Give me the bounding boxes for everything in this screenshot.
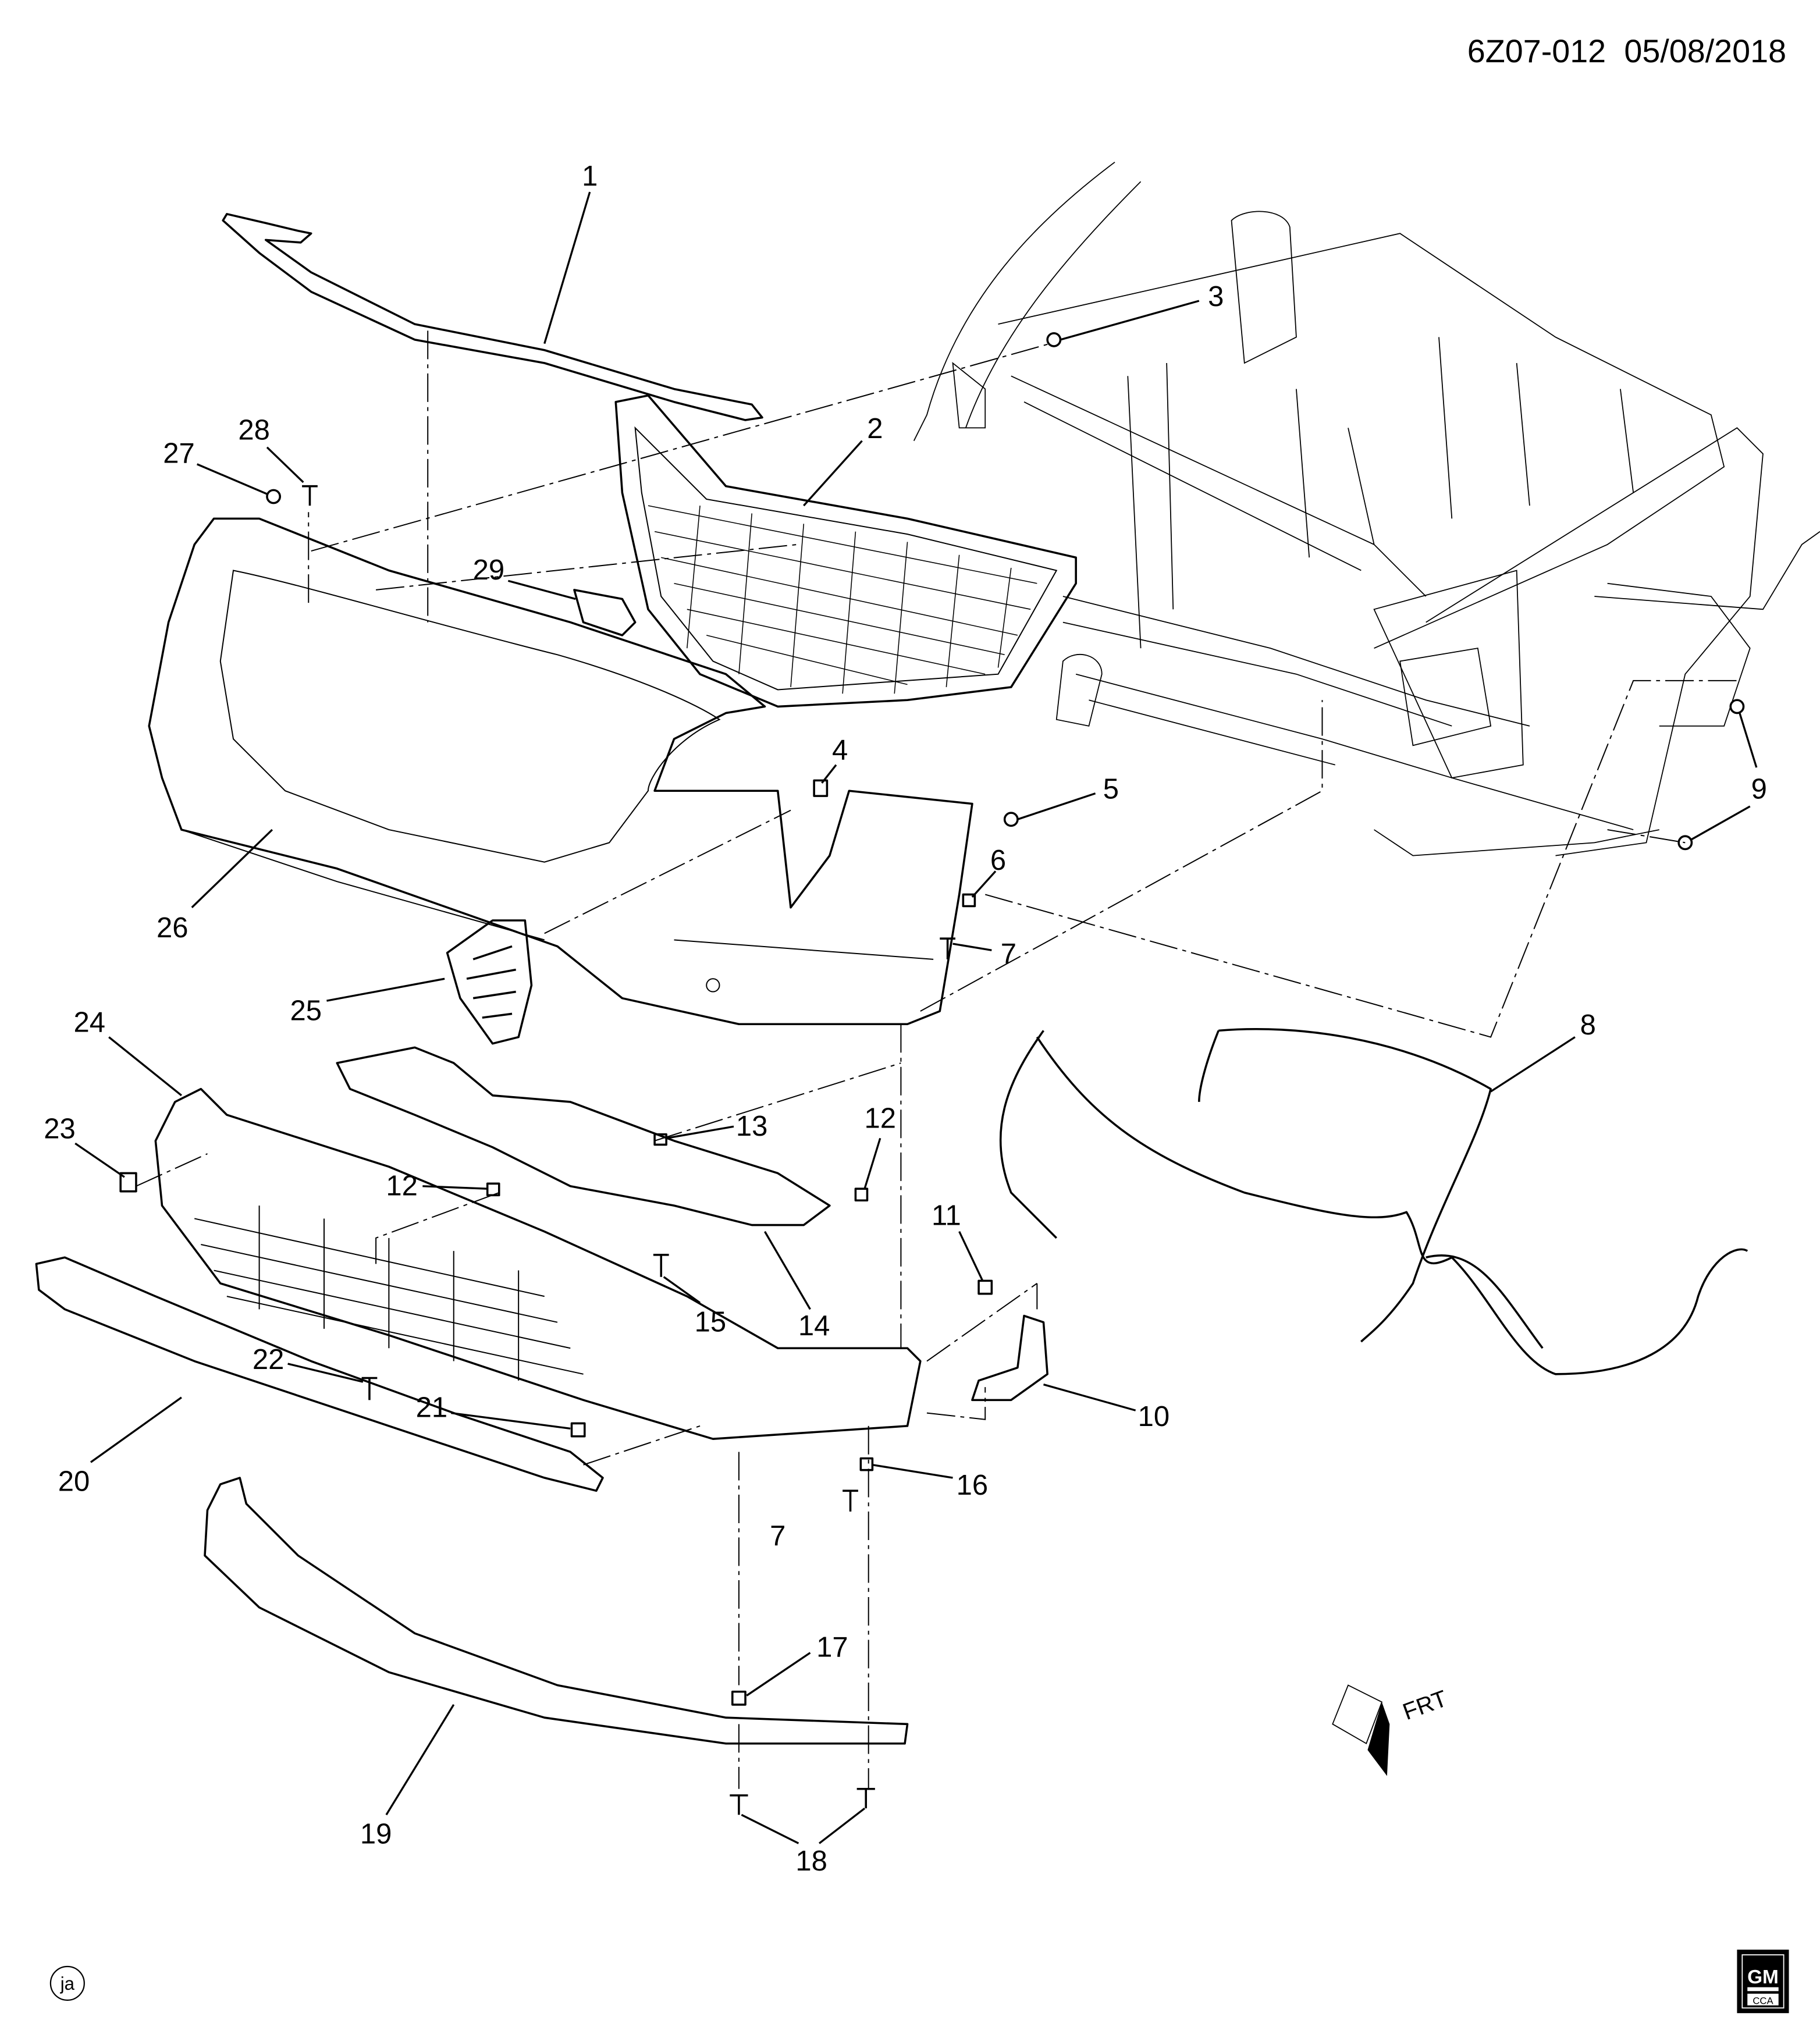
callout-2: 2 — [867, 413, 883, 445]
part-6-clip — [962, 893, 976, 908]
part-5-nut — [1003, 812, 1019, 827]
part-29-emblem — [573, 589, 637, 636]
part-9-pin — [1729, 699, 1745, 714]
part-3-nut — [1046, 332, 1062, 347]
part-24-lower-fascia — [154, 1087, 922, 1440]
part-22-screw — [361, 1377, 378, 1400]
part-28-screw — [302, 485, 318, 506]
callout-23: 23 — [44, 1113, 76, 1144]
callout-26: 26 — [157, 912, 189, 944]
callout-21: 21 — [416, 1392, 448, 1423]
callout-6: 6 — [990, 845, 1006, 876]
callout-5: 5 — [1103, 774, 1119, 805]
frt-label: FRT — [1399, 1685, 1451, 1725]
callout-14: 14 — [798, 1310, 830, 1342]
callout-16: 16 — [957, 1470, 989, 1501]
front-direction-arrow: FRT — [1332, 1684, 1451, 1776]
part-25-fog-lamp-grille — [446, 919, 533, 1045]
part-18-screw-right — [856, 1787, 875, 1809]
fasteners — [119, 332, 1745, 1815]
part-23-clip — [119, 1172, 137, 1193]
callout-15: 15 — [695, 1306, 727, 1338]
part-1-upper-bracket — [222, 213, 763, 421]
part-8-wiring-harness — [999, 1028, 1748, 1375]
part-9-pin-lower — [1677, 835, 1693, 851]
callout-20: 20 — [58, 1466, 90, 1497]
callout-4: 4 — [832, 735, 848, 766]
callout-9: 9 — [1751, 774, 1767, 805]
part-15-screw — [653, 1254, 669, 1277]
part-27-nut — [266, 489, 282, 504]
part-13-clip — [653, 1133, 667, 1146]
part-21-clip — [570, 1422, 586, 1438]
callout-12: 12 — [865, 1103, 897, 1134]
callout-27: 27 — [163, 438, 195, 470]
part-12-clip — [854, 1187, 869, 1202]
assembly-lines — [136, 330, 1737, 1789]
callout-10: 10 — [1138, 1401, 1170, 1432]
part-4-clip — [813, 779, 829, 797]
callout-18: 18 — [795, 1845, 827, 1877]
svg-text:ja: ja — [60, 1973, 75, 1994]
callout-7-lower: 7 — [770, 1520, 785, 1552]
svg-text:CCA: CCA — [1753, 1996, 1773, 2007]
leader-lines — [74, 191, 1758, 1844]
callout-7: 7 — [1001, 938, 1016, 970]
callout-28: 28 — [238, 414, 270, 446]
part-17-clip — [731, 1690, 747, 1706]
illustrator-mark: ja — [49, 1965, 85, 2001]
callout-19: 19 — [360, 1818, 392, 1850]
callout-3: 3 — [1208, 281, 1224, 312]
part-7-screw — [940, 937, 955, 959]
svg-text:GM: GM — [1747, 1967, 1779, 1988]
callout-29: 29 — [473, 554, 505, 586]
part-26-front-fascia — [148, 517, 973, 1026]
part-11-clip — [977, 1279, 993, 1295]
callout-17: 17 — [816, 1631, 848, 1663]
callout-12-left: 12 — [386, 1170, 418, 1201]
vehicle-front-structure — [913, 161, 1820, 856]
callout-1: 1 — [582, 161, 598, 192]
part-16-clip — [859, 1457, 874, 1471]
part-18-screw — [730, 1794, 748, 1815]
callout-13: 13 — [736, 1111, 768, 1142]
part-20-lower-molding — [35, 1256, 604, 1492]
part-14-air-deflector — [336, 1046, 831, 1226]
callout-labels: 1 2 3 4 5 6 7 7 8 9 10 11 12 12 13 14 15… — [44, 161, 1767, 1877]
part-10-bracket — [971, 1314, 1048, 1402]
callout-24: 24 — [73, 1007, 105, 1039]
callout-22: 22 — [253, 1344, 285, 1375]
gm-cca-logo: GM CCA — [1737, 1949, 1789, 2014]
part-7-screw-lower — [843, 1489, 858, 1512]
part-2-grille — [614, 394, 1077, 708]
callout-8: 8 — [1580, 1009, 1596, 1041]
part-19-lower-trim — [204, 1477, 909, 1745]
callout-25: 25 — [290, 995, 322, 1027]
callout-11: 11 — [932, 1200, 961, 1232]
